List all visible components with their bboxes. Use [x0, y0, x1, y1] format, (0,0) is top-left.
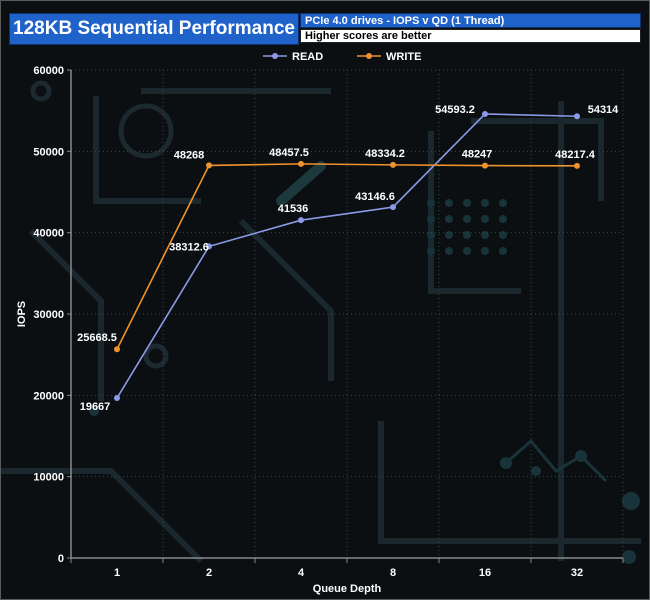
data-label-write: 48334.2 [365, 148, 405, 160]
data-label-write: 48457.5 [269, 147, 309, 159]
y-tick-label: 30000 [33, 309, 64, 321]
legend: READ WRITE [263, 51, 421, 63]
x-axis-title: Queue Depth [313, 583, 382, 595]
data-point-write [482, 162, 488, 169]
data-label-read: 54314 [588, 104, 619, 116]
x-tick-label: 1 [114, 567, 120, 579]
y-tick-label: 20000 [33, 390, 64, 402]
data-label-write: 48247 [462, 149, 493, 161]
x-tick-label: 8 [390, 567, 396, 579]
chart-subtitle: PCIe 4.0 drives - IOPS v QD (1 Thread) [300, 13, 641, 28]
y-tick-label: 10000 [33, 472, 64, 484]
series-layer: 19667 38312.6 41536 43146.6 54593.2 54314 2566… [77, 104, 619, 413]
data-point-write [114, 346, 120, 353]
data-point-read [206, 243, 212, 250]
data-label-read: 43146.6 [355, 191, 395, 203]
data-label-read: 19667 [80, 401, 111, 413]
y-axis-title: IOPS [16, 301, 28, 327]
x-tick-label: 32 [571, 567, 583, 579]
chart-title: 128KB Sequential Performance [9, 13, 299, 45]
data-label-write: 48217.4 [555, 149, 596, 161]
data-point-read [482, 110, 488, 117]
data-label-read: 41536 [278, 203, 309, 215]
gridlines [70, 69, 624, 559]
legend-marker-read [272, 53, 278, 59]
data-label-read: 54593.2 [435, 104, 475, 116]
data-label-read: 38312.6 [169, 241, 209, 253]
data-label-write: 48268 [174, 149, 205, 161]
data-label-write: 25668.5 [77, 332, 117, 344]
legend-label-write: WRITE [386, 51, 421, 63]
legend-label-read: READ [292, 51, 323, 63]
data-point-write [206, 162, 212, 169]
series-line-write [116, 163, 578, 350]
chart-note: Higher scores are better [300, 29, 641, 43]
data-point-read [114, 395, 120, 402]
axis-ticks: 0 10000 20000 30000 40000 50000 60000 1 2 4 8 16 32 [33, 65, 624, 579]
data-point-read [574, 113, 580, 120]
x-tick-label: 4 [298, 567, 305, 579]
data-point-write [298, 160, 304, 167]
legend-marker-write [366, 53, 372, 59]
data-point-read [390, 204, 396, 211]
data-point-write [574, 162, 580, 169]
y-tick-label: 60000 [33, 65, 64, 77]
y-tick-label: 40000 [33, 228, 64, 240]
series-line-read [116, 113, 578, 399]
data-point-write [390, 161, 396, 168]
x-tick-label: 16 [479, 567, 491, 579]
y-tick-label: 0 [58, 553, 64, 565]
data-point-read [298, 217, 304, 224]
y-tick-label: 50000 [33, 146, 64, 158]
x-tick-label: 2 [206, 567, 212, 579]
